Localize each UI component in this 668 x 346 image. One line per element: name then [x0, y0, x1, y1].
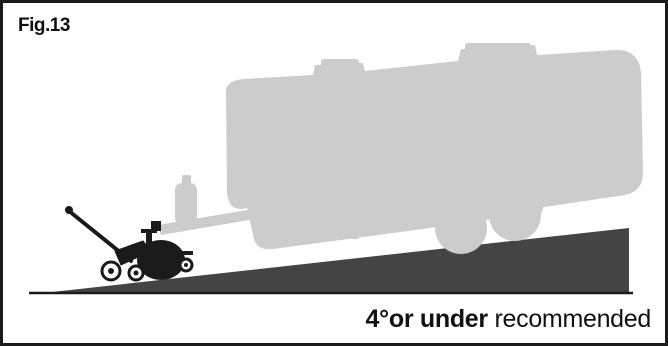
illustration: [3, 3, 665, 343]
slope-caption: 4°or under recommended: [366, 305, 651, 334]
trailer-silhouette: [158, 43, 643, 254]
caption-emphasis: 4°or under: [366, 305, 488, 333]
caption-text: recommended: [488, 305, 651, 333]
tow-dolly: [65, 206, 193, 280]
